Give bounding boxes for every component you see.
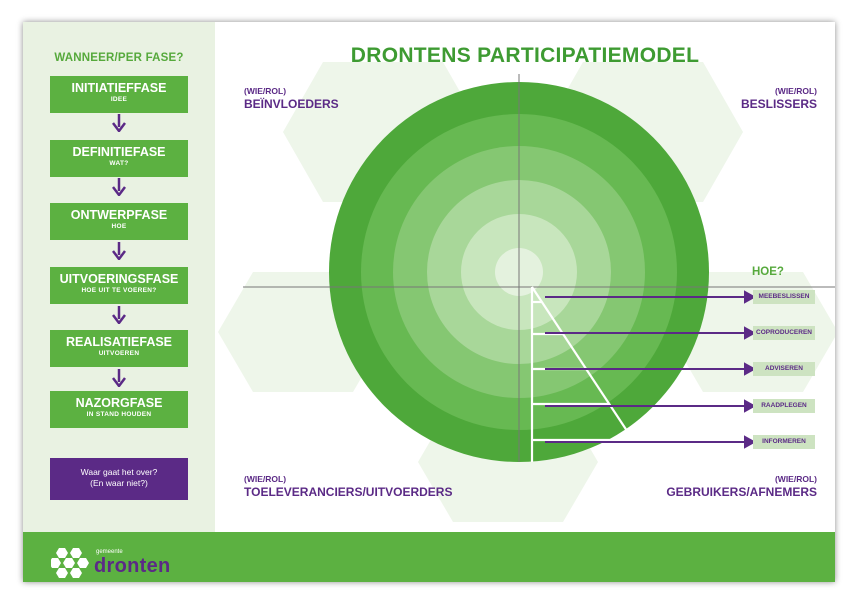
phase-definitiefase: DEFINITIEFASE WAT? <box>50 140 188 177</box>
question-line: (En waar niet?) <box>90 478 148 488</box>
phase-ontwerpfase: ONTWERPFASE HOE <box>50 203 188 240</box>
quadrant-label: BEÏNVLOEDERS <box>244 97 339 111</box>
level-coproduceren: COPRODUCEREN <box>753 326 815 340</box>
quadrant-small-label: (WIE/ROL) <box>774 86 817 96</box>
quadrant-top-left: (WIE/ROL) BEÏNVLOEDERS <box>244 86 339 111</box>
phase-uitvoeringsfase: UITVOERINGSFASE HOE UIT TE VOEREN? <box>50 267 188 304</box>
sidebar-phases: WANNEER/PER FASE? INITIATIEFFASE IDEE DE… <box>23 22 215 532</box>
phase-initiatieffase: INITIATIEFFASE IDEE <box>50 76 188 113</box>
quadrant-label: TOELEVERANCIERS/UITVOERDERS <box>244 485 453 499</box>
hoe-title: HOE? <box>752 266 784 278</box>
phase-name: INITIATIEFFASE <box>71 81 167 95</box>
phase-realisatiefase: REALISATIEFASE UITVOEREN <box>50 330 188 367</box>
dronten-logo-icon <box>51 548 89 578</box>
level-adviseren: ADVISEREN <box>753 362 815 376</box>
phase-name: NAZORGFASE <box>75 396 163 410</box>
level-arrows <box>545 290 757 449</box>
sidebar-title: WANNEER/PER FASE? <box>54 52 184 64</box>
phase-sub: HOE <box>111 223 127 230</box>
level-raadplegen: RAADPLEGEN <box>753 399 815 413</box>
arrow-down-icon <box>112 369 126 387</box>
level-informeren: INFORMEREN <box>753 435 815 449</box>
quadrant-small-label: (WIE/ROL) <box>244 474 287 484</box>
participation-diagram <box>243 74 835 462</box>
arrow-down-icon <box>112 242 126 260</box>
quadrant-label: BESLISSERS <box>740 97 817 111</box>
question-line: Waar gaat het over? <box>80 467 158 477</box>
quadrant-top-right: (WIE/ROL) BESLISSERS <box>741 86 817 111</box>
page-title: DRONTENS PARTICIPATIEMODEL <box>350 44 700 67</box>
phase-sub: HOE UIT TE VOEREN? <box>81 287 157 294</box>
municipality-label: gemeente <box>96 549 123 555</box>
phase-sub: UITVOEREN <box>98 350 140 357</box>
phase-sub: WAT? <box>109 160 129 167</box>
footer-bar <box>23 532 835 582</box>
phase-sub: IDEE <box>110 96 128 103</box>
quadrant-small-label: (WIE/ROL) <box>774 474 817 484</box>
participation-ladder <box>530 286 636 462</box>
brand-wordmark: dronten <box>94 555 171 577</box>
phase-name: DEFINITIEFASE <box>72 145 166 159</box>
quadrant-label: GEBRUIKERS/AFNEMERS <box>666 485 817 499</box>
quadrant-bottom-right: (WIE/ROL) GEBRUIKERS/AFNEMERS <box>666 474 817 499</box>
quadrant-small-label: (WIE/ROL) <box>244 86 287 96</box>
phase-name: REALISATIEFASE <box>65 335 173 349</box>
phase-sub: IN STAND HOUDEN <box>86 411 152 418</box>
arrow-down-icon <box>112 306 126 324</box>
scope-question-box: Waar gaat het over? (En waar niet?) <box>50 458 188 500</box>
phase-name: ONTWERPFASE <box>70 208 168 222</box>
level-meebeslissen: MEEBESLISSEN <box>753 290 815 304</box>
arrow-down-icon <box>112 178 126 196</box>
quadrant-bottom-left: (WIE/ROL) TOELEVERANCIERS/UITVOERDERS <box>244 474 452 499</box>
phase-nazorgfase: NAZORGFASE IN STAND HOUDEN <box>50 391 188 428</box>
phase-name: UITVOERINGSFASE <box>59 272 179 286</box>
poster: WANNEER/PER FASE? INITIATIEFFASE IDEE DE… <box>23 22 835 582</box>
arrow-down-icon <box>112 114 126 132</box>
